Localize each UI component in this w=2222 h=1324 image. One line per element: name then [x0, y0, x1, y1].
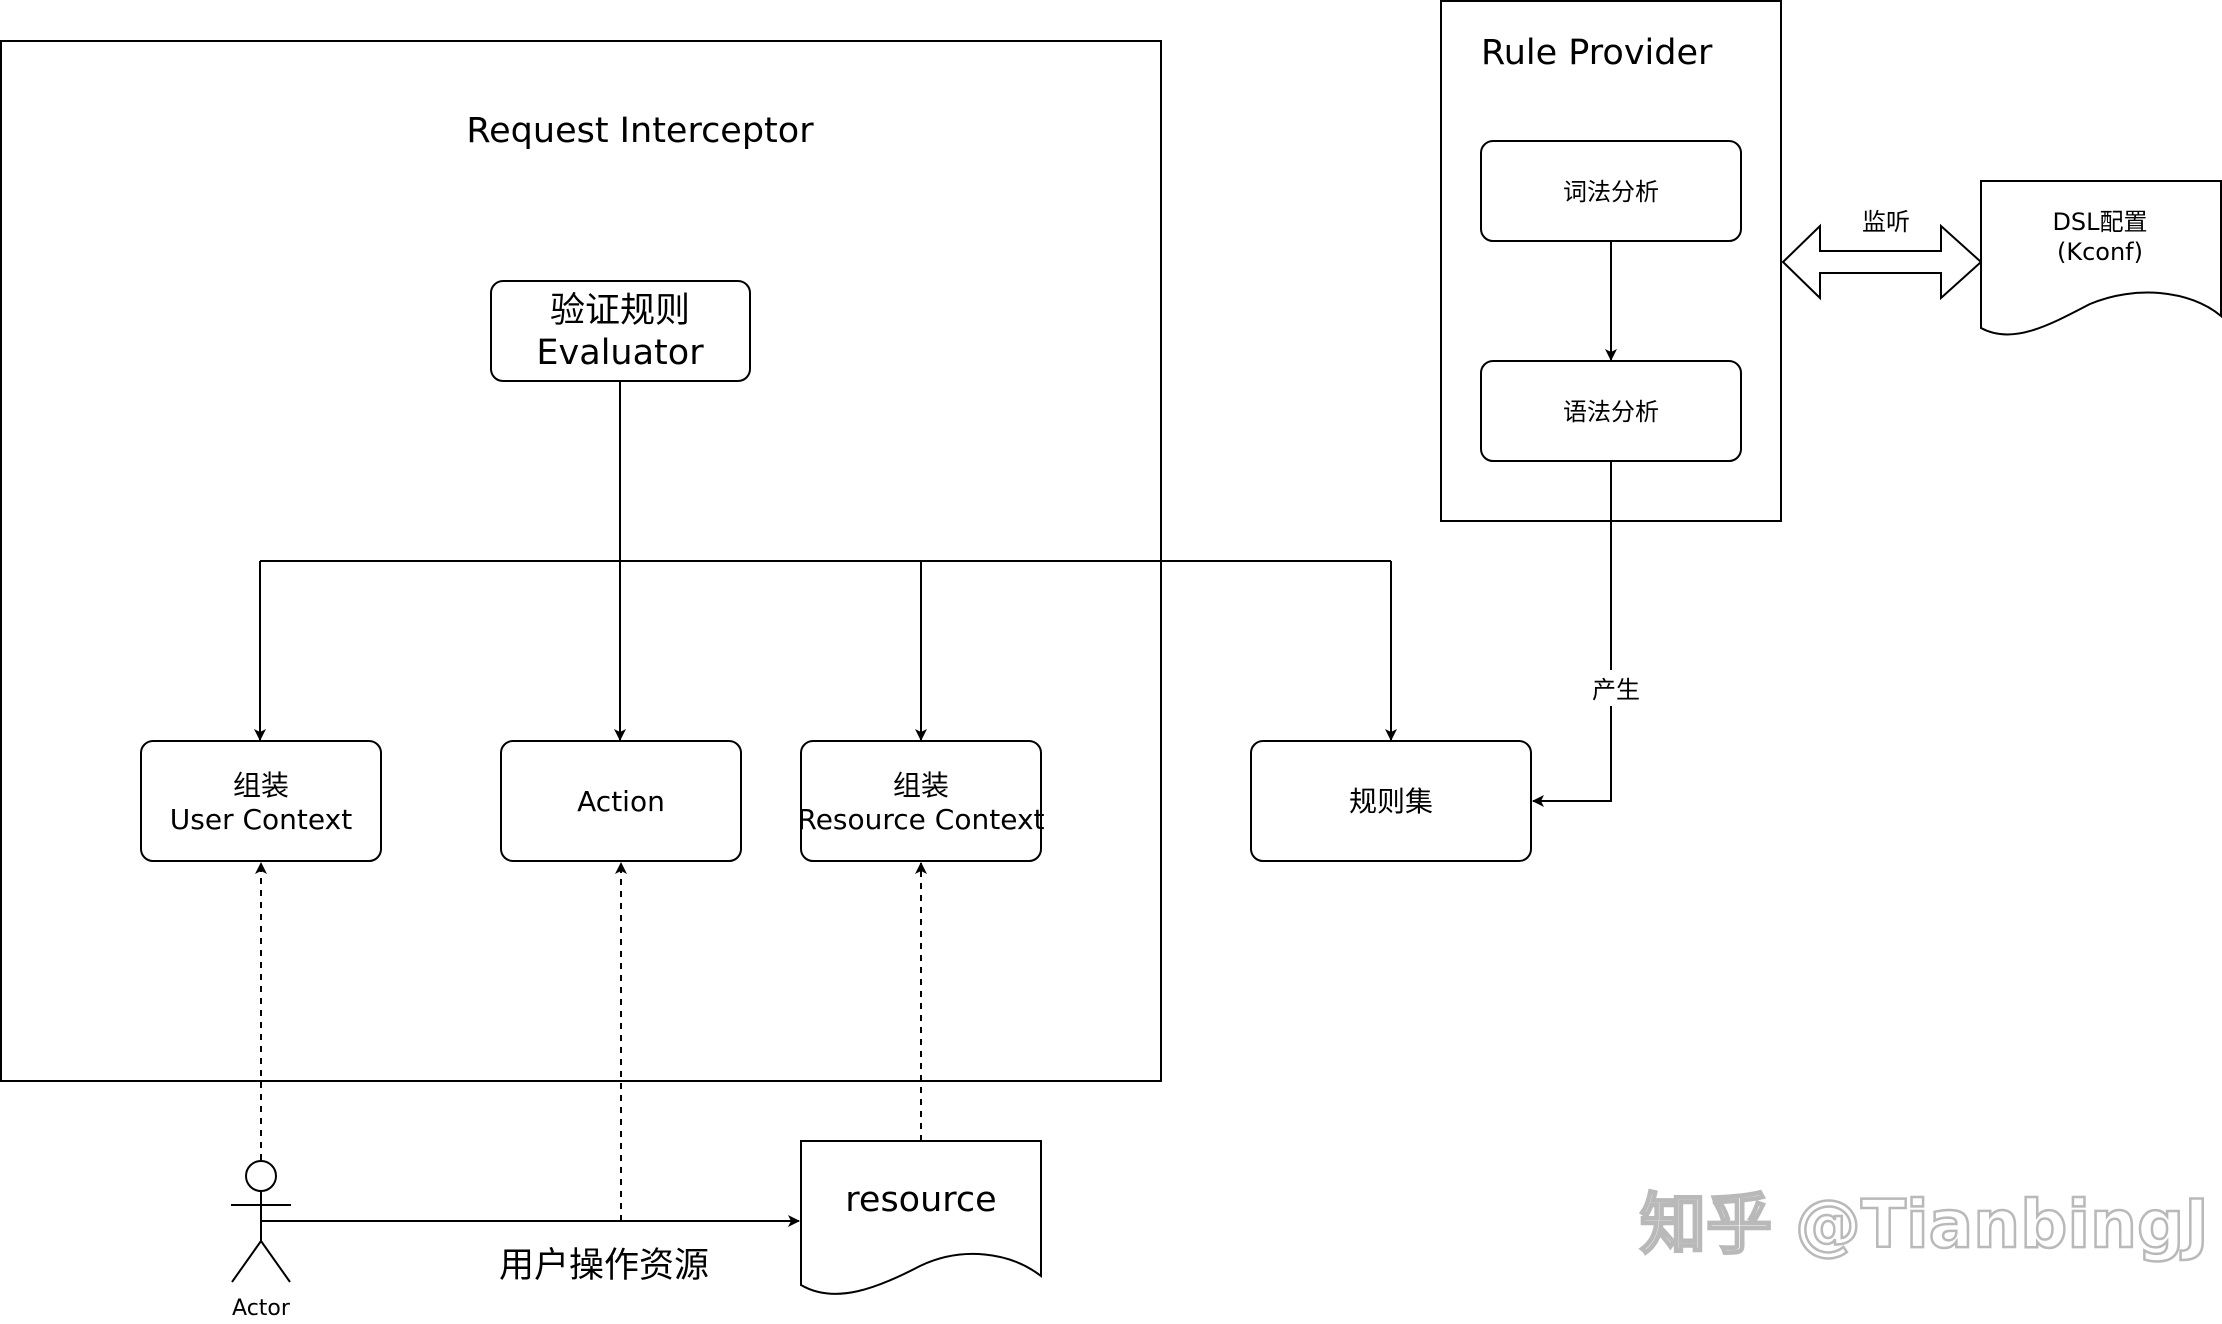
request-interceptor-title: Request Interceptor	[466, 111, 814, 151]
listen-edge: 监听	[1781, 208, 1983, 301]
syntax-analysis-label: 语法分析	[1563, 398, 1659, 426]
actor-head	[245, 1160, 277, 1192]
input-arrows	[255, 862, 927, 1221]
syntax-analysis-node[interactable]: 语法分析	[1480, 360, 1742, 462]
dsl-config-label: DSL配置	[2052, 208, 2147, 236]
user-context-label-zh: 组装	[233, 769, 289, 802]
listen-double-arrow	[1781, 223, 1983, 301]
actor-figure[interactable]	[231, 1160, 291, 1283]
resource-context-node[interactable]: 组装 Resource Context	[798, 740, 1045, 862]
resource-context-label-zh: 组装	[893, 769, 949, 802]
actor-label: Actor	[232, 1296, 291, 1321]
evaluator-node[interactable]: 验证规则 Evaluator	[490, 280, 751, 382]
rule-provider-title: Rule Provider	[1481, 33, 1713, 73]
resource-context-label-en: Resource Context	[798, 803, 1045, 836]
lexical-analysis-node[interactable]: 词法分析	[1480, 140, 1742, 242]
rule-provider-container: Rule Provider	[1440, 0, 1782, 522]
resource-document[interactable]: resource	[800, 1140, 1042, 1295]
dsl-config-sublabel: (Kconf)	[2057, 238, 2143, 266]
user-context-node[interactable]: 组装 User Context	[140, 740, 382, 862]
user-operates-resource-label: 用户操作资源	[499, 1246, 709, 1286]
resource-label: resource	[845, 1180, 996, 1220]
action-node[interactable]: Action	[500, 740, 742, 862]
watermark: 知乎 @TianbingJ	[1640, 1186, 2209, 1263]
produce-edge-label: 产生	[1592, 676, 1640, 704]
evaluator-label-en: Evaluator	[536, 333, 704, 373]
rule-set-node[interactable]: 规则集	[1250, 740, 1532, 862]
listen-edge-label: 监听	[1862, 208, 1910, 236]
produce-edge: 产生	[1532, 461, 1640, 807]
lexical-analysis-label: 词法分析	[1563, 178, 1659, 206]
action-label: Action	[577, 785, 665, 818]
request-interceptor-container: Request Interceptor	[0, 40, 1162, 1082]
evaluator-label-zh: 验证规则	[550, 291, 690, 331]
user-context-label-en: User Context	[170, 803, 352, 836]
evaluator-connectors	[254, 381, 1397, 741]
rule-set-label: 规则集	[1349, 785, 1433, 818]
dsl-config-document[interactable]: DSL配置 (Kconf)	[1980, 180, 2222, 336]
